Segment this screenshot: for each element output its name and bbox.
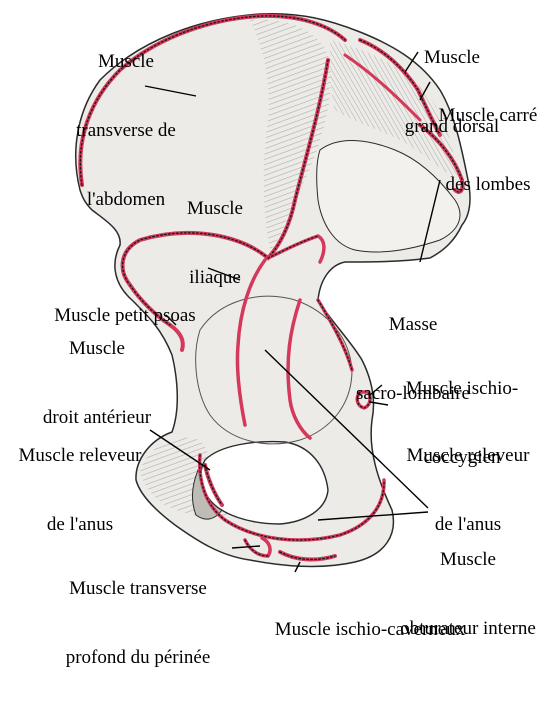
leader-carre-lombes xyxy=(419,81,431,101)
leader-transverse-abdomen xyxy=(144,85,197,97)
label-line: Muscle xyxy=(98,51,154,72)
label-releveur-left: Muscle releveur de l'anus xyxy=(0,398,160,582)
label-line: Muscle transverse xyxy=(69,578,207,599)
label-line: Muscle xyxy=(69,338,125,359)
leader-ischio-caverneux xyxy=(294,561,301,573)
label-sacro-lombaire: Masse sacro-lombaire xyxy=(338,267,488,451)
label-line: Masse xyxy=(388,314,438,335)
label-line: sacro-lombaire xyxy=(356,383,470,404)
attach-transverse-abdomen xyxy=(78,13,347,187)
leader-droit-anterieur xyxy=(165,314,177,326)
leader-ischio-coccygien xyxy=(369,384,383,396)
leader-releveur-left xyxy=(149,429,211,471)
label-line: profond du périnée xyxy=(65,647,211,668)
attach-ischio-coccygien xyxy=(355,390,372,410)
label-grand-dorsal: Muscle grand dorsal xyxy=(388,0,516,184)
label-line: transverse de xyxy=(76,120,176,141)
ilium-crest-shade xyxy=(330,40,458,180)
label-line: de l'anus xyxy=(434,514,502,535)
label-line: grand dorsal xyxy=(404,116,500,137)
attach-grand-dorsal xyxy=(343,38,442,137)
label-line: iliaque xyxy=(189,267,241,288)
label-releveur-right: Muscle releveur de l'anus xyxy=(388,398,548,582)
label-ischio-coccygien: Muscle ischio- coccygien xyxy=(392,331,532,515)
attach-inner-pelvic xyxy=(235,258,354,440)
label-line: Muscle carré xyxy=(438,105,538,126)
attach-releveur-left xyxy=(203,463,224,507)
leader-releveur-right xyxy=(369,401,389,406)
attach-droit-anterieur xyxy=(128,283,185,352)
attach-ischio-caverneux xyxy=(278,550,337,562)
label-line: Muscle petit psoas xyxy=(54,305,196,326)
label-iliaque: Muscle iliaque xyxy=(170,151,260,335)
attach-petit-psoas xyxy=(266,234,326,264)
diagram-stage: Muscle transverse de l'abdomen Muscle gr… xyxy=(0,0,552,668)
label-line: droit antérieur xyxy=(42,407,152,428)
leader-obturateur-b xyxy=(317,511,429,521)
leader-lines xyxy=(144,51,441,573)
sacral-surface xyxy=(316,140,461,253)
label-line: Muscle releveur xyxy=(18,445,142,466)
acetabulum-rim xyxy=(195,295,353,445)
iliac-fossa-shade xyxy=(250,19,331,250)
attach-transverse-perinee xyxy=(243,536,272,558)
label-line: Muscle ischio-caverneux xyxy=(274,619,466,640)
leader-transverse-perinee xyxy=(231,545,261,549)
muscle-attachments xyxy=(78,13,465,562)
leader-petit-psoas xyxy=(207,267,241,281)
hip-bone-figure xyxy=(75,12,471,573)
label-petit-psoas: Muscle petit psoas xyxy=(36,258,214,373)
label-line: coccygien xyxy=(423,447,501,468)
label-line: Muscle xyxy=(440,549,496,570)
label-line: des lombes xyxy=(445,174,531,195)
label-droit-anterieur: Muscle droit antérieur xyxy=(22,291,172,475)
label-carre-lombes: Muscle carré des lombes xyxy=(424,58,552,242)
leader-sacro-lombaire xyxy=(419,179,441,263)
label-line: Muscle xyxy=(187,198,243,219)
label-line: Muscle xyxy=(424,47,480,68)
leader-grand-dorsal xyxy=(404,51,419,73)
label-line: de l'anus xyxy=(46,514,114,535)
attach-obturateur xyxy=(197,453,386,542)
leader-obturateur-a xyxy=(264,349,429,509)
attach-carre-lombes xyxy=(418,123,465,194)
label-transverse-abdomen: Muscle transverse de l'abdomen xyxy=(36,4,216,257)
label-line: l'abdomen xyxy=(86,189,166,210)
label-line: Muscle releveur xyxy=(406,445,530,466)
label-line: Muscle ischio- xyxy=(405,378,519,399)
label-transverse-perinee: Muscle transverse profond du périnée xyxy=(44,531,232,715)
label-ischio-caverneux: Muscle ischio-caverneux xyxy=(254,572,486,687)
